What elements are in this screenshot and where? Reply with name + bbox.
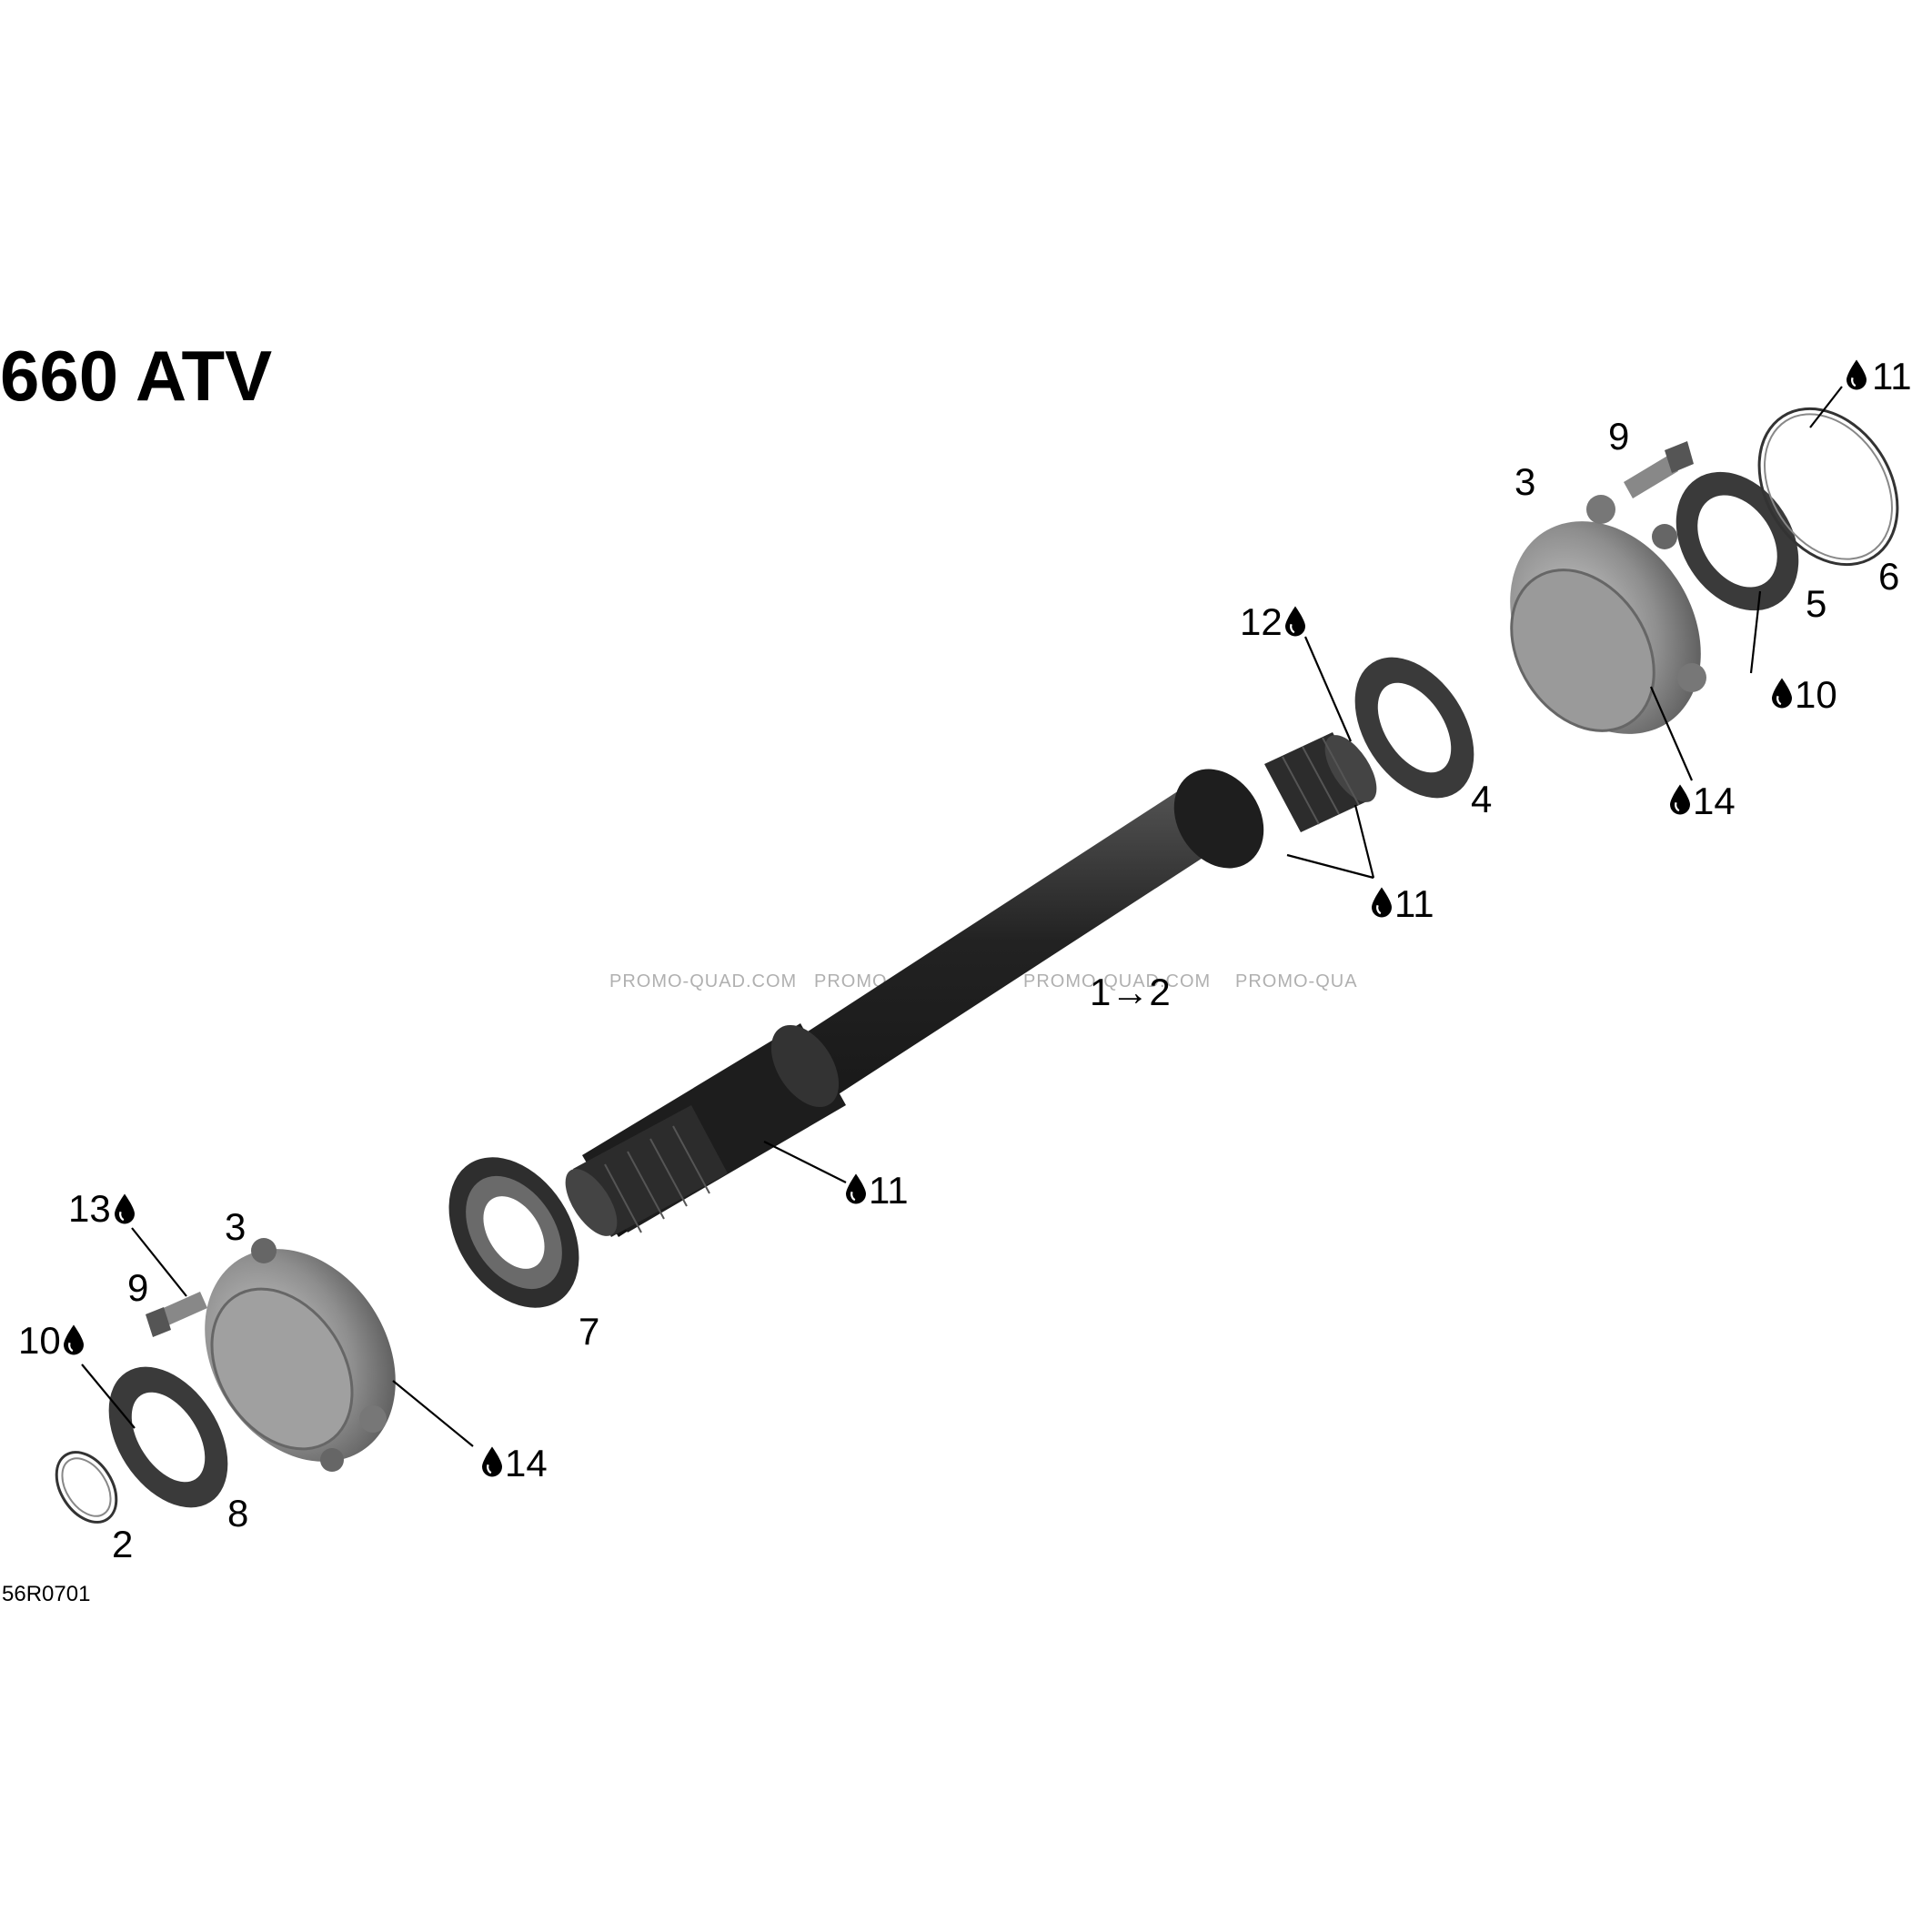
oil-drop-icon <box>1670 784 1690 815</box>
bearing-7 <box>448 1157 579 1308</box>
watermark-text: PROMO-QUAD.COM <box>609 971 797 991</box>
callout-9: 9 <box>127 1266 148 1309</box>
callouts: 11 9 3 6 5 12 10 14 4 11 1→2 11 13 3 9 1… <box>18 355 1912 1565</box>
callout-6: 6 <box>1878 555 1899 598</box>
figure-reference: 56R0701 <box>2 1582 90 1606</box>
watermark-text: PROMO-QUAD.COM <box>1023 971 1211 991</box>
callout-3: 3 <box>225 1205 246 1248</box>
callout-10: 10 <box>1795 673 1837 716</box>
callout-2: 2 <box>112 1523 133 1565</box>
oil-drop-icon <box>1846 359 1867 390</box>
callout-4: 4 <box>1471 778 1492 820</box>
seal-ring-4 <box>1354 657 1474 799</box>
oil-drop-icon <box>482 1446 502 1477</box>
leader-lines <box>81 386 1843 1447</box>
bolt-9-right <box>1624 441 1694 498</box>
callout-9: 9 <box>1608 415 1629 458</box>
callout-7: 7 <box>579 1310 599 1353</box>
oil-drop-icon <box>846 1173 866 1204</box>
oil-drop-icon <box>64 1324 84 1355</box>
callout-8: 8 <box>227 1492 248 1535</box>
bearing-housing-left <box>205 1238 396 1472</box>
oil-drop-icon <box>115 1193 135 1224</box>
callout-11: 11 <box>1872 355 1912 397</box>
callout-14: 14 <box>1693 780 1736 822</box>
oil-drop-icon <box>1285 606 1305 637</box>
o-ring-6 <box>1757 407 1899 567</box>
callout-14: 14 <box>505 1442 548 1484</box>
page-title: 660 ATV <box>0 336 272 416</box>
callout-5: 5 <box>1806 582 1826 625</box>
retaining-ring-2 <box>55 1451 118 1524</box>
oil-drop-icon <box>1372 887 1392 918</box>
watermark-text: PROMO-QUA <box>1235 971 1358 991</box>
callout-11: 11 <box>1394 882 1434 925</box>
callout-13: 13 <box>68 1187 111 1230</box>
callout-10: 10 <box>18 1319 61 1362</box>
bearing-housing-right <box>1510 495 1706 734</box>
callout-arrow: 1→2 <box>1090 971 1171 1013</box>
drive-shaft <box>565 732 1377 1237</box>
seal-ring-8 <box>108 1366 228 1508</box>
bolt-9-left <box>146 1292 207 1337</box>
oil-drop-icon <box>1772 678 1792 709</box>
callout-11: 11 <box>869 1169 909 1212</box>
callout-3: 3 <box>1514 460 1535 503</box>
callout-12: 12 <box>1240 600 1283 643</box>
